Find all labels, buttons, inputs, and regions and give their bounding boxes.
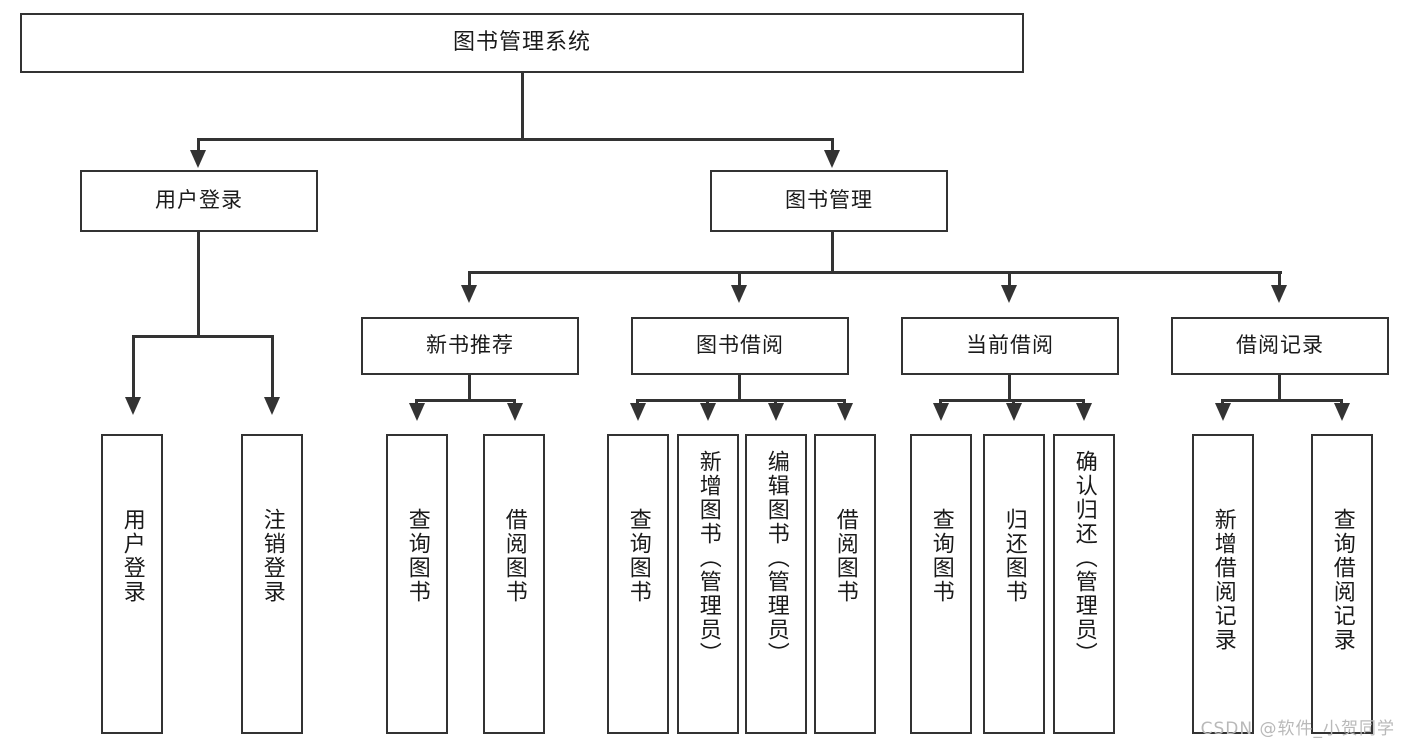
leaf-label: 新增借阅记录 <box>1210 508 1236 652</box>
edge-borrow-record-stem <box>1278 375 1281 401</box>
edge-user-login-bar <box>132 335 274 338</box>
arrow-root-to-book-manage-icon <box>824 150 840 168</box>
edge-book-manage-c3 <box>1008 271 1011 289</box>
arrow-new-book-rec-c1-icon <box>409 403 425 421</box>
node-leaf-add-book-admin[interactable]: 新增图书（管理员） <box>677 434 739 734</box>
edge-user-login-c2 <box>271 335 274 403</box>
arrow-current-borrow-c1-icon <box>933 403 949 421</box>
node-root-system[interactable]: 图书管理系统 <box>20 13 1024 73</box>
node-leaf-query-borrow-record[interactable]: 查询借阅记录 <box>1311 434 1373 734</box>
node-current-borrow[interactable]: 当前借阅 <box>901 317 1119 375</box>
node-new-book-recommendation[interactable]: 新书推荐 <box>361 317 579 375</box>
edge-root-to-user-login <box>197 138 200 156</box>
node-leaf-add-borrow-record[interactable]: 新增借阅记录 <box>1192 434 1254 734</box>
arrow-book-manage-c2-icon <box>731 285 747 303</box>
edge-root-stem <box>521 73 524 140</box>
arrow-book-borrow-c2-icon <box>700 403 716 421</box>
edge-book-manage-c2 <box>738 271 741 289</box>
edge-book-manage-bar <box>468 271 1282 274</box>
arrow-user-login-c1-icon <box>125 397 141 415</box>
arrow-book-borrow-c3-icon <box>768 403 784 421</box>
node-leaf-query-book-current[interactable]: 查询图书 <box>910 434 972 734</box>
arrow-book-manage-c4-icon <box>1271 285 1287 303</box>
node-leaf-borrow-book[interactable]: 借阅图书 <box>814 434 876 734</box>
node-leaf-return-book[interactable]: 归还图书 <box>983 434 1045 734</box>
node-leaf-query-book-recommend[interactable]: 查询图书 <box>386 434 448 734</box>
leaf-label: 新增图书（管理员） <box>695 450 721 666</box>
arrow-borrow-record-c1-icon <box>1215 403 1231 421</box>
node-user-login[interactable]: 用户登录 <box>80 170 318 232</box>
leaf-label: 查询借阅记录 <box>1329 508 1355 652</box>
arrow-book-manage-c1-icon <box>461 285 477 303</box>
leaf-label: 查询图书 <box>404 508 430 604</box>
node-book-borrow[interactable]: 图书借阅 <box>631 317 849 375</box>
node-leaf-borrow-book-recommend[interactable]: 借阅图书 <box>483 434 545 734</box>
arrow-book-manage-c3-icon <box>1001 285 1017 303</box>
edge-book-manage-stem <box>831 232 834 274</box>
node-borrow-record[interactable]: 借阅记录 <box>1171 317 1389 375</box>
watermark-text: CSDN @软件_小贺同学 <box>1200 719 1395 739</box>
leaf-label: 编辑图书（管理员） <box>763 450 789 666</box>
edge-borrow-record-bar <box>1221 399 1342 402</box>
arrow-root-to-user-login-icon <box>190 150 206 168</box>
arrow-book-borrow-c4-icon <box>837 403 853 421</box>
node-leaf-logout[interactable]: 注销登录 <box>241 434 303 734</box>
edge-user-login-c1 <box>132 335 135 403</box>
arrow-user-login-c2-icon <box>264 397 280 415</box>
arrow-current-borrow-c2-icon <box>1006 403 1022 421</box>
node-leaf-query-book-borrow[interactable]: 查询图书 <box>607 434 669 734</box>
edge-current-borrow-stem <box>1008 375 1011 401</box>
leaf-label: 归还图书 <box>1001 508 1027 604</box>
leaf-label: 确认归还（管理员） <box>1071 450 1097 666</box>
node-leaf-edit-book-admin[interactable]: 编辑图书（管理员） <box>745 434 807 734</box>
edge-new-book-rec-stem <box>468 375 471 401</box>
arrow-new-book-rec-c2-icon <box>507 403 523 421</box>
edge-user-login-stem <box>197 232 200 337</box>
edge-book-borrow-bar <box>636 399 845 402</box>
edge-current-borrow-bar <box>939 399 1084 402</box>
arrow-current-borrow-c3-icon <box>1076 403 1092 421</box>
leaf-label: 借阅图书 <box>832 508 858 604</box>
edge-book-manage-c1 <box>468 271 471 289</box>
leaf-label: 注销登录 <box>259 508 285 604</box>
edge-root-bar <box>197 138 834 141</box>
arrow-borrow-record-c2-icon <box>1334 403 1350 421</box>
edge-book-borrow-stem <box>738 375 741 401</box>
leaf-label: 用户登录 <box>119 508 145 604</box>
leaf-label: 查询图书 <box>625 508 651 604</box>
edge-new-book-rec-bar <box>415 399 516 402</box>
node-leaf-user-login[interactable]: 用户登录 <box>101 434 163 734</box>
node-book-manage[interactable]: 图书管理 <box>710 170 948 232</box>
leaf-label: 借阅图书 <box>501 508 527 604</box>
edge-root-to-book-manage <box>831 138 834 156</box>
node-leaf-confirm-return-admin[interactable]: 确认归还（管理员） <box>1053 434 1115 734</box>
arrow-book-borrow-c1-icon <box>630 403 646 421</box>
leaf-label: 查询图书 <box>928 508 954 604</box>
edge-book-manage-c4 <box>1278 271 1281 289</box>
